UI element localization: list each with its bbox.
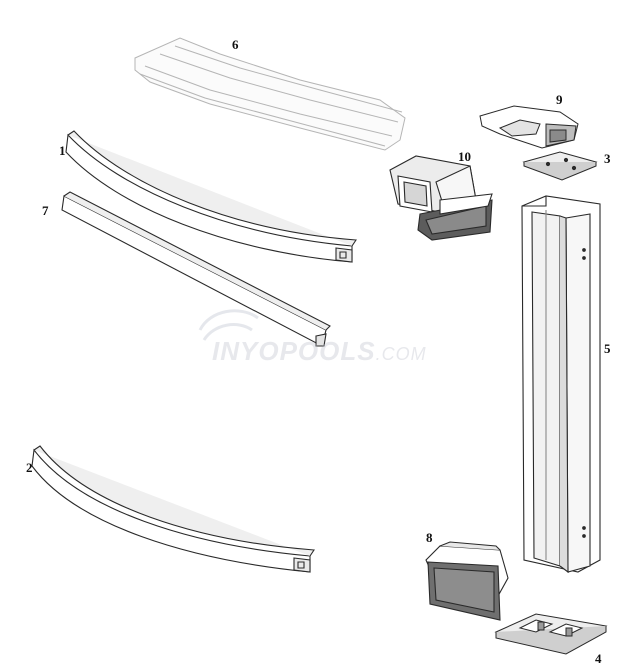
- callout-7: 7: [42, 203, 49, 218]
- callout-8: 8: [426, 530, 433, 545]
- watermark-brand: INYOPOOLS: [212, 336, 376, 366]
- callout-3: 3: [604, 151, 611, 166]
- callout-6: 6: [232, 37, 239, 52]
- part-6-top-ledge: [134, 37, 406, 151]
- callout-9: 9: [556, 92, 563, 107]
- callout-5: 5: [604, 341, 611, 356]
- part-7-straight-rail: [61, 191, 331, 347]
- watermark: INYOPOOLS.COM: [212, 336, 427, 367]
- callout-1: 1: [59, 143, 66, 158]
- callout-10: 10: [458, 149, 471, 164]
- part-2-bottom-track: [31, 445, 315, 573]
- callout-4: 4: [595, 651, 602, 666]
- callout-2: 2: [26, 460, 33, 475]
- part-1-top-rail: [65, 130, 357, 263]
- part-8-bottom-cap: [425, 541, 509, 621]
- watermark-logo-icon: [198, 309, 259, 341]
- part-9-top-bracket: [479, 105, 579, 149]
- watermark-suffix: .COM: [375, 344, 427, 364]
- part-4-bottom-plate: [494, 613, 608, 655]
- part-3-connector-plate: [522, 151, 598, 181]
- part-10-top-cap: [389, 155, 493, 241]
- part-5-upright: [521, 195, 601, 574]
